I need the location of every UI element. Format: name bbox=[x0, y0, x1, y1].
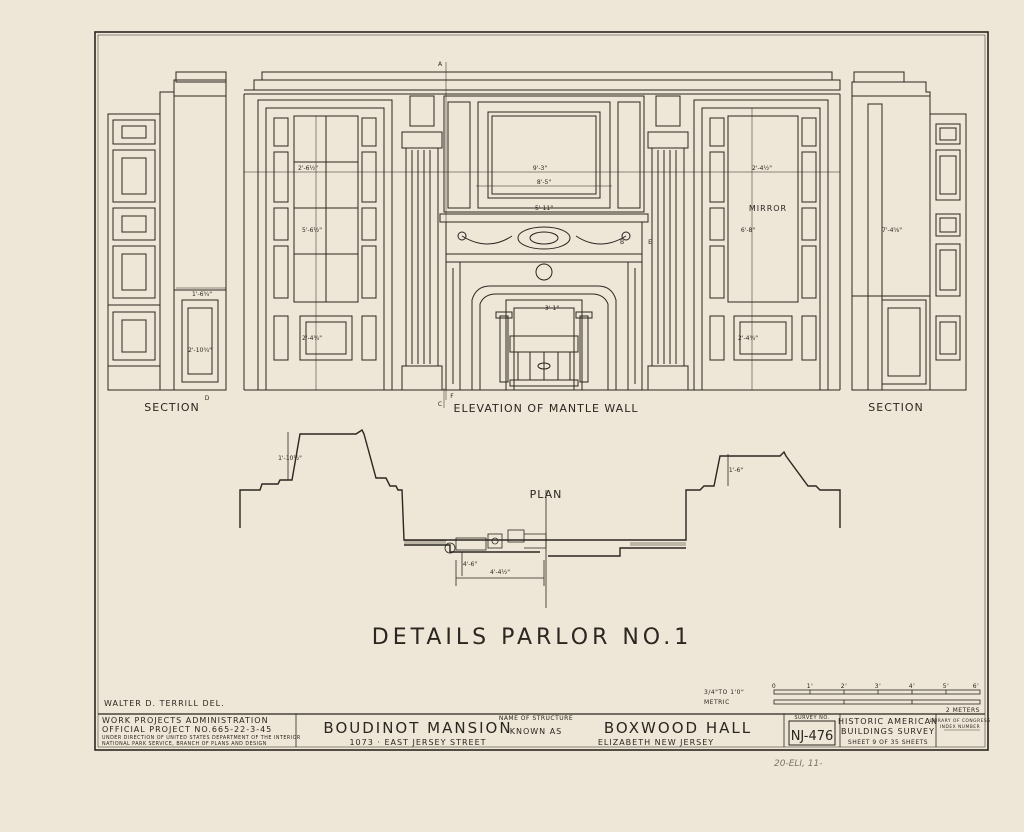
scale-tick: 1' bbox=[807, 683, 813, 690]
label-mirror: MIRROR bbox=[749, 204, 787, 213]
dim-right-section-height: 7'-4⅝" bbox=[882, 227, 902, 234]
dim-overmantel-inner: 8'-5" bbox=[537, 179, 551, 186]
agency-line-3: UNDER DIRECTION OF UNITED STATES DEPARTM… bbox=[102, 735, 301, 741]
sheet-border bbox=[94, 31, 989, 751]
label-section-right: SECTION bbox=[868, 401, 923, 414]
agency-line-2: OFFICIAL PROJECT NO.665-22-3-45 bbox=[102, 725, 272, 734]
structure-name-2: BOXWOOD HALL bbox=[604, 719, 752, 737]
plan-drawing bbox=[239, 428, 841, 557]
scale-tick: 4' bbox=[909, 683, 915, 690]
dim-door-height: 5'-6½" bbox=[302, 227, 322, 234]
structure-name-1: BOUDINOT MANSION bbox=[323, 719, 512, 737]
habs-line-2: BUILDINGS SURVEY bbox=[841, 727, 935, 736]
loc-line-1: LIBRARY OF CONGRESS bbox=[930, 718, 991, 724]
agency-line-1: WORK PROJECTS ADMINISTRATION bbox=[102, 716, 269, 725]
scale-tick: 2' bbox=[841, 683, 847, 690]
title-block-frame bbox=[98, 713, 985, 747]
elevation-dimension-lines bbox=[176, 62, 883, 408]
section-mark-f: F bbox=[450, 393, 454, 400]
dim-plan-left-recess: 1'-10½" bbox=[278, 455, 302, 462]
dim-right-panel-width: 2'-4½" bbox=[752, 165, 772, 172]
elevation-drawing bbox=[243, 71, 841, 391]
dim-firebox-width: 3'-1" bbox=[545, 305, 559, 312]
dim-door-width: 2'-6½" bbox=[298, 165, 318, 172]
handwritten-annotation: 20-ELI, 11- bbox=[774, 759, 822, 769]
dim-overmantel-width: 9'-3" bbox=[533, 165, 547, 172]
scale-tick: 6' bbox=[973, 683, 979, 690]
dim-plan-chimney: 4'-4½" bbox=[490, 569, 510, 576]
structure-caption: NAME OF STRUCTURE bbox=[499, 715, 573, 722]
drawing-title: DETAILS PARLOR NO.1 bbox=[372, 625, 692, 650]
section-mark-c: C bbox=[438, 401, 442, 408]
known-as: KNOWN AS bbox=[510, 727, 563, 736]
scale-metric-label: METRIC bbox=[704, 699, 730, 706]
scale-bar bbox=[773, 689, 981, 705]
scale-tick: 0 bbox=[772, 683, 776, 690]
section-mark-b: B bbox=[620, 239, 624, 246]
city-state: ELIZABETH NEW JERSEY bbox=[598, 738, 714, 747]
dim-plan-depth: 4'-6" bbox=[463, 561, 477, 568]
section-mark-e: E bbox=[648, 239, 652, 246]
habs-line-1: HISTORIC AMERICAN bbox=[838, 717, 938, 726]
scale-meters-label: 2 METERS bbox=[946, 707, 980, 714]
survey-number: NJ-476 bbox=[791, 729, 834, 744]
dim-door-lower: 2'-4¾" bbox=[302, 335, 322, 342]
label-section-left: SECTION bbox=[144, 401, 199, 414]
street-address: 1073 · EAST JERSEY STREET bbox=[349, 738, 486, 747]
sheet-border-inner bbox=[97, 34, 986, 748]
agency-line-4: NATIONAL PARK SERVICE, BRANCH OF PLANS A… bbox=[102, 741, 267, 747]
plan-hearth-details bbox=[287, 432, 729, 608]
section-mark-d: D bbox=[205, 395, 210, 402]
sheet-count: SHEET 9 OF 35 SHEETS bbox=[848, 739, 928, 746]
plan-hatching bbox=[404, 540, 686, 546]
section-mark-a: A bbox=[438, 61, 443, 68]
dim-plan-offset: 1'-6" bbox=[729, 467, 743, 474]
scale-imperial-label: 3/4"TO 1'0" bbox=[704, 689, 744, 696]
dim-left-section-height: 2'-10¾" bbox=[188, 347, 212, 354]
dim-mantel-shelf: 5'-11" bbox=[535, 205, 553, 212]
left-section-drawing bbox=[107, 71, 227, 391]
scale-tick: 5' bbox=[943, 683, 949, 690]
dim-right-lower: 2'-4¾" bbox=[738, 335, 758, 342]
dim-left-section-width: 1'-6¾" bbox=[192, 291, 212, 298]
delineator-credit: WALTER D. TERRILL DEL. bbox=[104, 699, 225, 708]
loc-line-2: INDEX NUMBER bbox=[940, 724, 980, 730]
dim-right-panel-height: 6'-8" bbox=[741, 227, 755, 234]
scale-tick: 3' bbox=[875, 683, 881, 690]
survey-caption: SURVEY NO. bbox=[794, 715, 829, 721]
label-plan: PLAN bbox=[530, 488, 563, 501]
label-elevation: ELEVATION OF MANTLE WALL bbox=[454, 402, 639, 415]
right-section-drawing bbox=[851, 71, 967, 391]
